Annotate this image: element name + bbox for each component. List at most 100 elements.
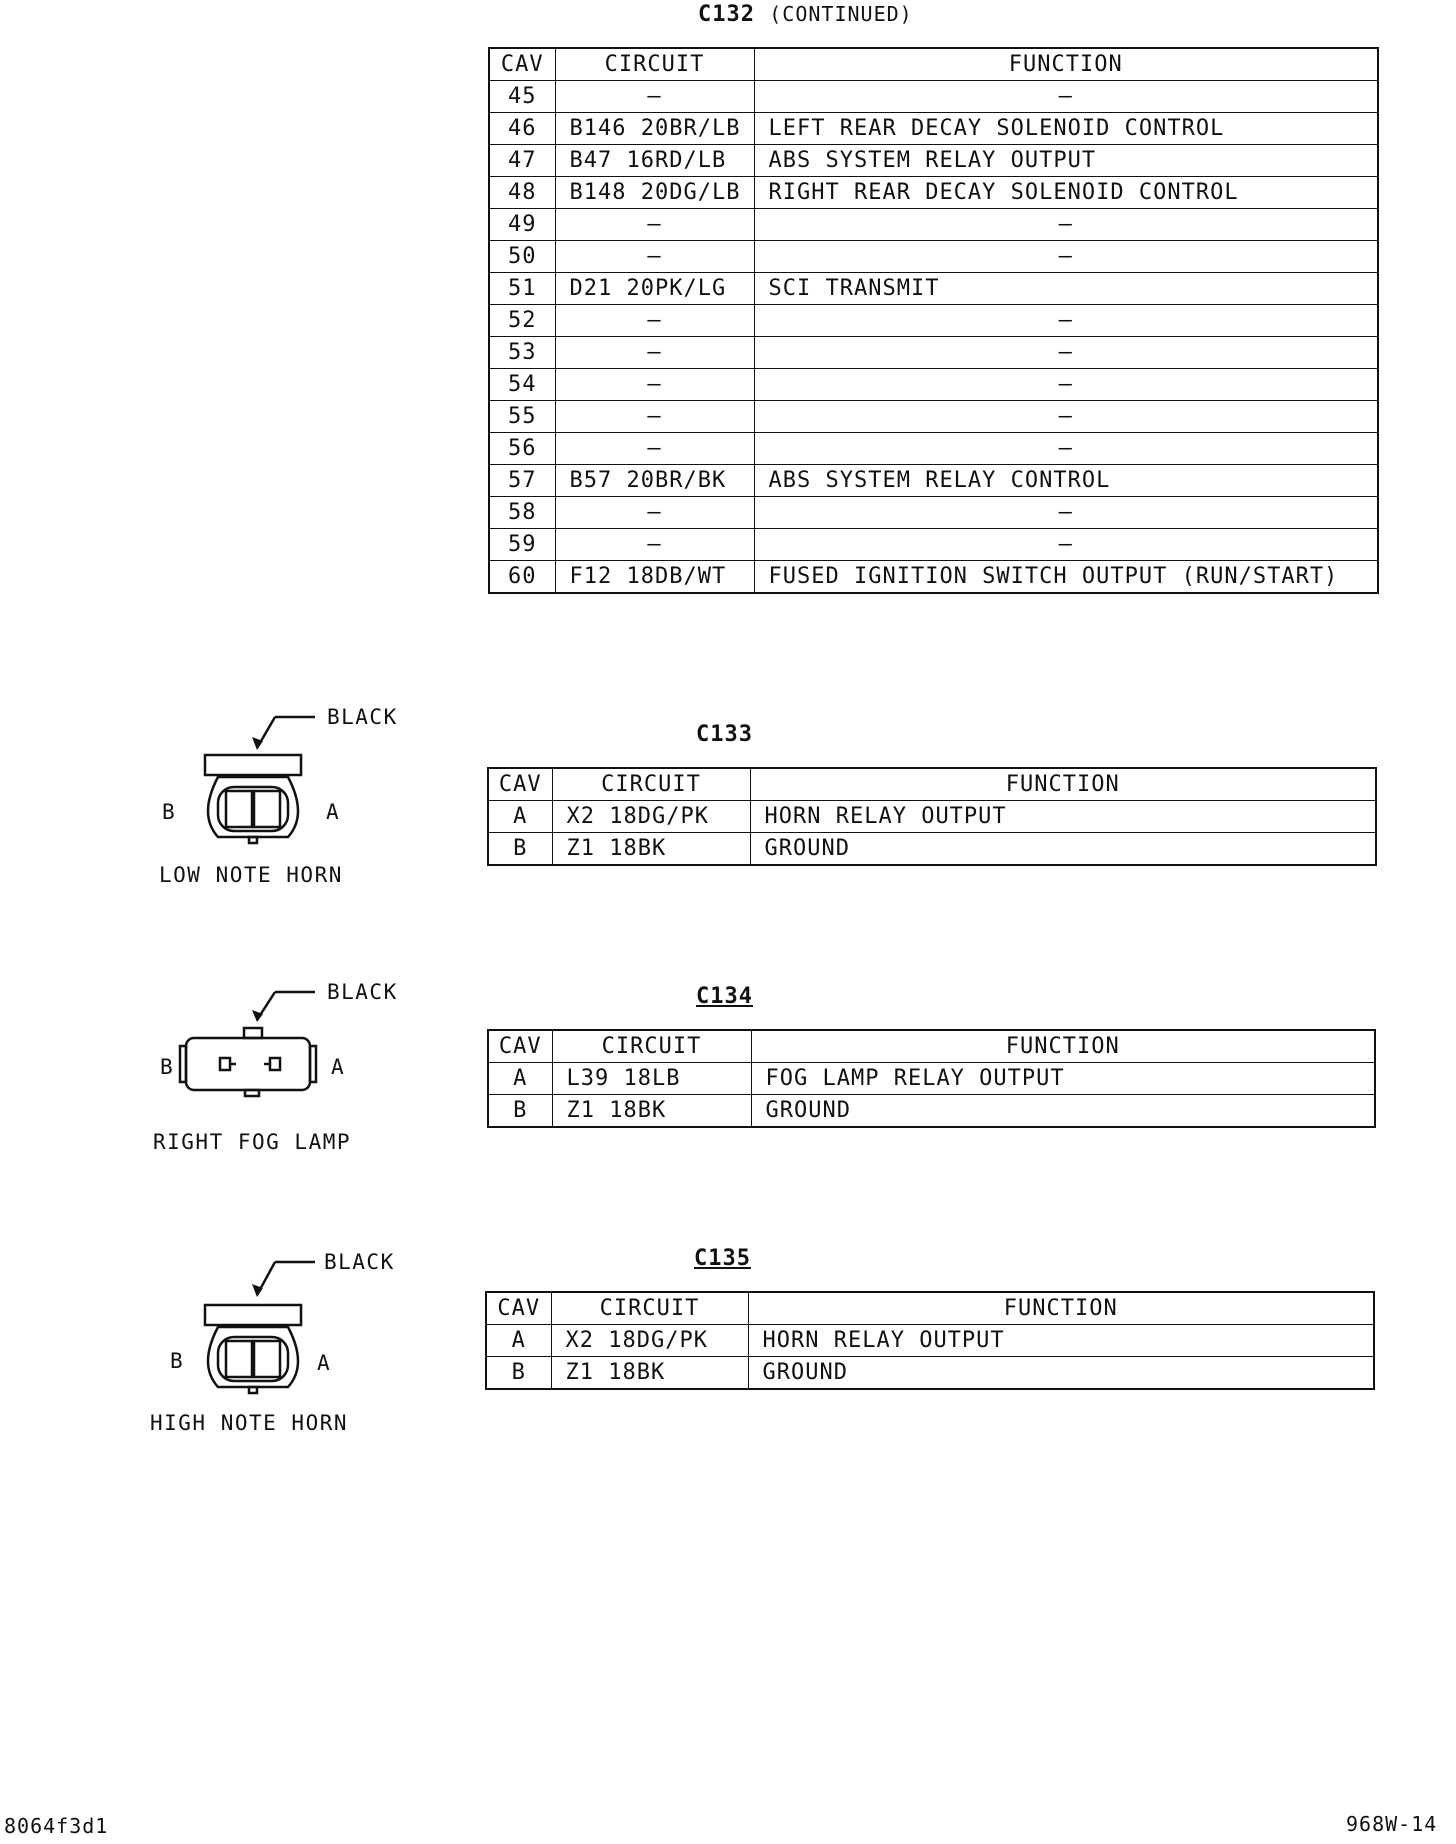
- table-row: 58––: [488, 496, 1379, 529]
- function-header: FUNCTION: [753, 47, 1379, 81]
- function-cell: FOG LAMP RELAY OUTPUT: [750, 1062, 1376, 1095]
- cav-cell: 50: [488, 240, 556, 273]
- c135-pin-a-label: A: [317, 1351, 332, 1375]
- circuit-cell: Z1 18BK: [550, 1356, 749, 1390]
- table-row: 56––: [488, 432, 1379, 465]
- cav-header: CAV: [487, 767, 553, 801]
- function-cell: LEFT REAR DECAY SOLENOID CONTROL: [753, 112, 1379, 145]
- cav-cell: 58: [488, 496, 556, 529]
- cav-cell: 46: [488, 112, 556, 145]
- function-cell: –: [753, 400, 1379, 433]
- cav-cell: 45: [488, 80, 556, 113]
- function-cell: ABS SYSTEM RELAY CONTROL: [753, 464, 1379, 497]
- circuit-cell: B57 20BR/BK: [554, 464, 755, 497]
- c133-title: C133: [696, 722, 753, 747]
- c134-connector-color-label: BLACK: [327, 980, 398, 1004]
- circuit-cell: B146 20BR/LB: [554, 112, 755, 145]
- cav-header: CAV: [488, 47, 556, 81]
- table-header-row: CAV CIRCUIT FUNCTION: [485, 1291, 1375, 1325]
- circuit-cell: X2 18DG/PK: [550, 1324, 749, 1357]
- table-row: 45––: [488, 80, 1379, 113]
- cav-cell: A: [487, 1062, 553, 1095]
- function-cell: –: [753, 528, 1379, 561]
- function-cell: –: [753, 208, 1379, 241]
- circuit-header: CIRCUIT: [551, 767, 751, 801]
- cav-cell: 55: [488, 400, 556, 433]
- table-row: 50––: [488, 240, 1379, 273]
- footer-left-code: 8064f3d1: [4, 1814, 109, 1838]
- circuit-cell: –: [554, 432, 755, 465]
- cav-cell: 57: [488, 464, 556, 497]
- cav-cell: 47: [488, 144, 556, 177]
- table-row: 49––: [488, 208, 1379, 241]
- function-cell: GROUND: [749, 832, 1377, 866]
- circuit-cell: –: [554, 208, 755, 241]
- circuit-cell: –: [554, 528, 755, 561]
- cav-cell: B: [487, 1094, 553, 1128]
- function-cell: –: [753, 368, 1379, 401]
- circuit-cell: –: [554, 336, 755, 369]
- footer-page-number: 968W-14: [1346, 1812, 1438, 1836]
- function-cell: GROUND: [750, 1094, 1376, 1128]
- circuit-cell: X2 18DG/PK: [551, 800, 751, 833]
- cav-header: CAV: [485, 1291, 552, 1325]
- c135-connector-name: HIGH NOTE HORN: [150, 1411, 349, 1435]
- c134-title: C134: [696, 984, 753, 1009]
- function-cell: GROUND: [747, 1356, 1375, 1390]
- cav-cell: 53: [488, 336, 556, 369]
- table-row: 53––: [488, 336, 1379, 369]
- table-row: 55––: [488, 400, 1379, 433]
- circuit-cell: Z1 18BK: [551, 1094, 752, 1128]
- c135-pin-b-label: B: [170, 1349, 185, 1373]
- cav-cell: 56: [488, 432, 556, 465]
- function-cell: SCI TRANSMIT: [753, 272, 1379, 305]
- circuit-header: CIRCUIT: [554, 47, 755, 81]
- c133-connector-color-label: BLACK: [327, 705, 398, 729]
- circuit-cell: L39 18LB: [551, 1062, 752, 1095]
- c133-pin-a-label: A: [326, 800, 341, 824]
- function-cell: –: [753, 432, 1379, 465]
- table-row: 54––: [488, 368, 1379, 401]
- function-cell: –: [753, 80, 1379, 113]
- cav-cell: A: [485, 1324, 552, 1357]
- cav-cell: 59: [488, 528, 556, 561]
- table-header-row: CAV CIRCUIT FUNCTION: [487, 767, 1377, 801]
- circuit-header: CIRCUIT: [551, 1029, 752, 1063]
- circuit-cell: B47 16RD/LB: [554, 144, 755, 177]
- circuit-cell: –: [554, 240, 755, 273]
- circuit-cell: –: [554, 496, 755, 529]
- c134-pin-a-label: A: [331, 1055, 346, 1079]
- c134-pin-b-label: B: [160, 1055, 175, 1079]
- function-header: FUNCTION: [749, 767, 1377, 801]
- function-cell: HORN RELAY OUTPUT: [749, 800, 1377, 833]
- circuit-cell: F12 18DB/WT: [554, 560, 755, 594]
- function-cell: –: [753, 496, 1379, 529]
- function-cell: –: [753, 304, 1379, 337]
- cav-header: CAV: [487, 1029, 553, 1063]
- table-row: 52––: [488, 304, 1379, 337]
- table-row: 59––: [488, 528, 1379, 561]
- c135-title: C135: [694, 1246, 751, 1271]
- right-fog-lamp-connector-icon: [178, 990, 318, 1098]
- cav-cell: 48: [488, 176, 556, 209]
- cav-cell: 52: [488, 304, 556, 337]
- cav-cell: B: [485, 1356, 552, 1390]
- circuit-cell: –: [554, 400, 755, 433]
- cav-cell: 54: [488, 368, 556, 401]
- circuit-cell: –: [554, 368, 755, 401]
- cav-cell: B: [487, 832, 553, 866]
- low-note-horn-connector-icon: [203, 715, 315, 845]
- c134-title-id: C134: [696, 984, 753, 1009]
- circuit-cell: D21 20PK/LG: [554, 272, 755, 305]
- circuit-cell: B148 20DG/LB: [554, 176, 755, 209]
